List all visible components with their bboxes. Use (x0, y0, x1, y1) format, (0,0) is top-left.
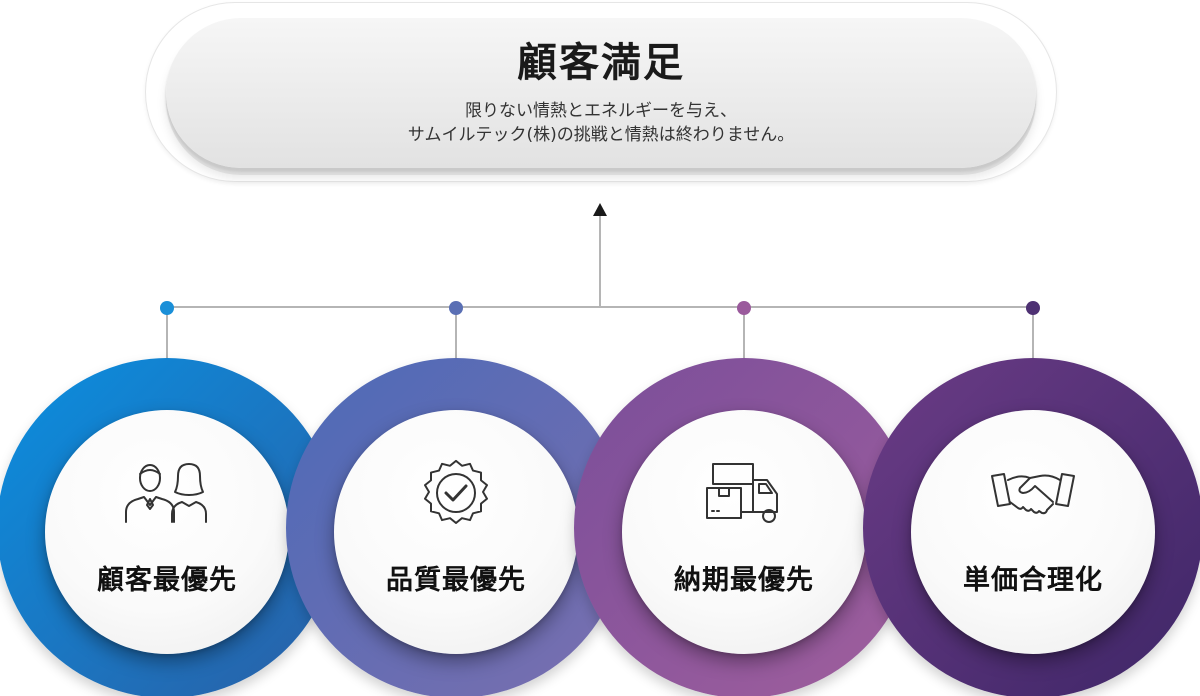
pillar-disc-4 (911, 410, 1155, 654)
banner-pill (166, 18, 1036, 168)
pillar-label-3: 納期最優先 (674, 565, 814, 596)
node-dot-1 (160, 301, 174, 315)
pillar-label-2: 品質最優先 (386, 565, 526, 596)
handshake-icon (988, 458, 1078, 528)
pillar-disc-2 (334, 410, 578, 654)
pillar-label-1: 顧客最優先 (97, 565, 237, 596)
node-dot-3 (737, 301, 751, 315)
pillar-disc-1 (45, 410, 289, 654)
banner-subtitle-line1: 限りない情熱とエネルギーを与え、 (465, 101, 737, 121)
people-icon (122, 458, 212, 528)
banner-subtitle-line2: サムイルテック(株)の挑戦と情熱は終わりません。 (407, 125, 795, 145)
pillar-label-4: 単価合理化 (963, 565, 1103, 596)
node-dot-4 (1026, 301, 1040, 315)
quality-badge-icon (411, 458, 501, 528)
node-dot-2 (449, 301, 463, 315)
delivery-truck-icon (699, 458, 789, 528)
pillar-disc-3 (622, 410, 866, 654)
arrow-up-icon (593, 203, 607, 216)
banner-title: 顧客満足 (517, 40, 685, 86)
